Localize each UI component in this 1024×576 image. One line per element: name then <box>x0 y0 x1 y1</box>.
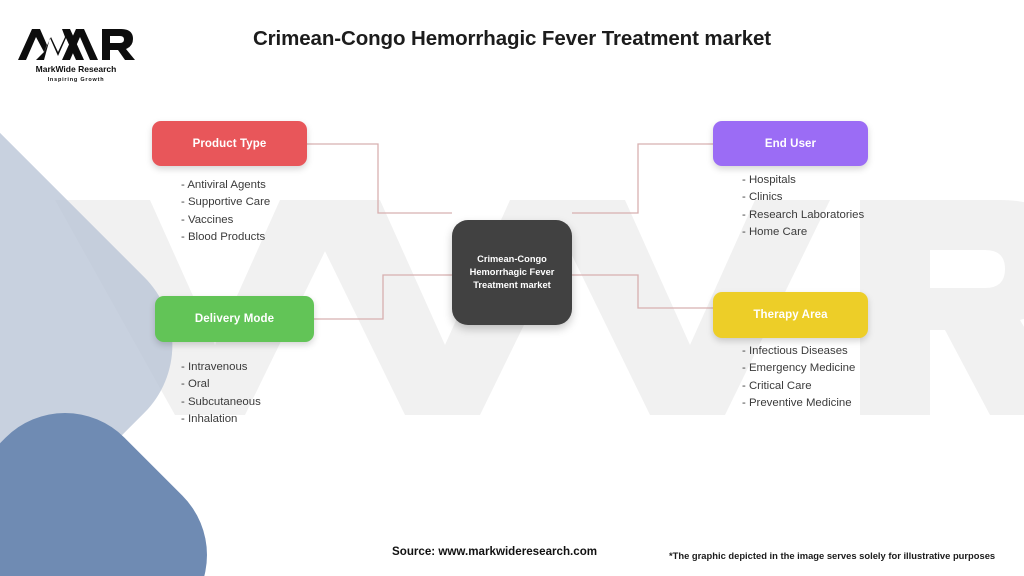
connector-product-type <box>307 143 452 214</box>
disclaimer-text: *The graphic depicted in the image serve… <box>669 550 996 561</box>
node-center-market[interactable]: Crimean-Congo Hemorrhagic Fever Treatmen… <box>452 220 572 325</box>
list-item: - Emergency Medicine <box>742 362 856 375</box>
list-item: - Home Care <box>742 226 808 239</box>
list-item: - Clinics <box>742 191 783 204</box>
list-item: - Blood Products <box>181 231 266 244</box>
node-end-user[interactable]: End User <box>713 121 868 166</box>
node-therapy-area[interactable]: Therapy Area <box>713 292 868 338</box>
markwide-research-logo: MarkWide Research Inspiring Growth <box>18 29 135 83</box>
page-title: Crimean-Congo Hemorrhagic Fever Treatmen… <box>252 27 772 50</box>
item-list-delivery-mode: - Intravenous - Oral - Subcutaneous - Inhal… <box>181 359 261 429</box>
connector-end-user <box>572 143 713 214</box>
list-item: - Oral <box>181 378 210 391</box>
logo-name: MarkWide Research <box>36 64 117 74</box>
list-item: - Inhalation <box>181 413 238 426</box>
list-item: - Intravenous <box>181 361 248 373</box>
list-item: - Vaccines <box>181 213 234 226</box>
center-line-1: Crimean-Congo <box>477 253 547 264</box>
list-item: - Hospitals <box>742 174 796 186</box>
center-line-2: Hemorrhagic Fever <box>469 266 555 277</box>
source-text: Source: www.markwideresearch.com <box>392 545 598 558</box>
list-item: - Research Laboratories <box>742 208 865 221</box>
node-delivery-mode[interactable]: Delivery Mode <box>155 296 314 342</box>
logo-tagline: Inspiring Growth <box>48 77 105 83</box>
list-item: - Infectious Diseases <box>742 345 848 357</box>
item-list-therapy-area: - Infectious Diseases - Emergency Medicin… <box>742 343 855 413</box>
node-product-type[interactable]: Product Type <box>152 121 307 166</box>
node-delivery-mode-label: Delivery Mode <box>194 313 275 325</box>
node-end-user-label: End User <box>764 137 817 150</box>
node-center-market-label: Crimean-Congo Hemorrhagic Fever Treatmen… <box>464 253 561 293</box>
center-line-3: Treatment market <box>473 280 551 291</box>
list-item: - Critical Care <box>742 379 812 392</box>
list-item: - Supportive Care <box>181 196 271 209</box>
list-item: - Preventive Medicine <box>742 397 852 410</box>
list-item: - Subcutaneous <box>181 395 261 408</box>
list-item: - Antiviral Agents <box>181 179 266 191</box>
connector-therapy-area <box>572 274 713 309</box>
node-product-type-label: Product Type <box>192 137 267 150</box>
node-therapy-area-label: Therapy Area <box>753 309 828 321</box>
item-list-product-type: - Antiviral Agents - Supportive Care - Vac… <box>181 177 270 247</box>
connector-delivery-mode <box>314 274 452 320</box>
item-list-end-user: - Hospitals - Clinics - Research Laborator… <box>742 172 864 242</box>
